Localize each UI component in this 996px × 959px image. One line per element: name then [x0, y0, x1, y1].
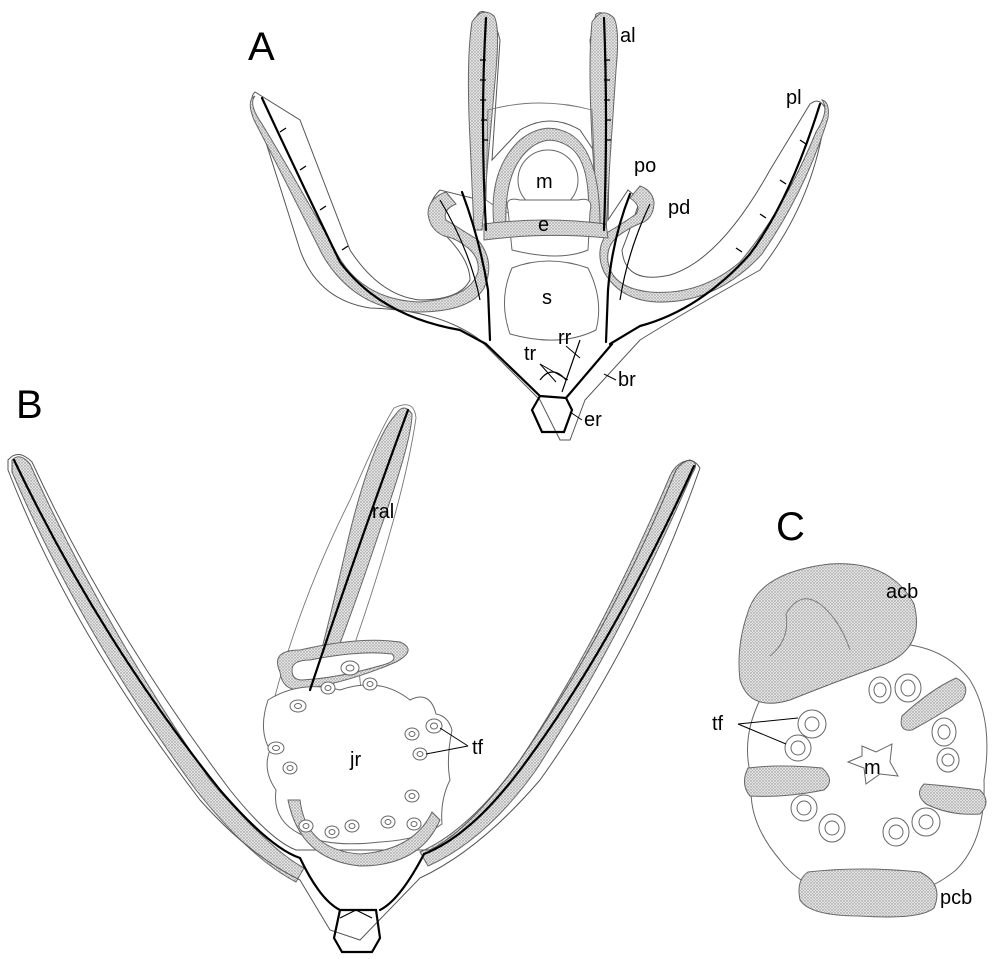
label-b-ral: ral: [372, 501, 394, 523]
panel-c: C acb tf m pcb: [712, 505, 987, 917]
label-a-pl: pl: [786, 87, 802, 109]
label-c-tf: tf: [712, 713, 724, 735]
side-band-left: [744, 766, 829, 796]
label-a-po: po: [634, 155, 656, 177]
postoral-arm-left-b: [12, 457, 304, 882]
label-a-pd: pd: [668, 197, 690, 219]
posterior-ciliated-band: [799, 869, 937, 917]
label-a-m: m: [536, 171, 553, 193]
label-c-pcb: pcb: [940, 887, 972, 909]
label-a-e: e: [538, 214, 549, 236]
label-c-acb: acb: [886, 581, 918, 603]
panel-a: A: [248, 12, 828, 440]
label-a-br: br: [618, 369, 636, 391]
label-a-er: er: [584, 409, 602, 431]
label-a-s: s: [542, 287, 552, 309]
label-b-jr: jr: [349, 749, 361, 771]
label-a-rr: rr: [558, 327, 572, 349]
panel-b-label: B: [16, 383, 43, 427]
label-b-tf: tf: [472, 737, 484, 759]
label-a-tr: tr: [524, 343, 537, 365]
label-c-m: m: [864, 757, 881, 779]
panel-b: B: [8, 383, 700, 952]
panel-c-label: C: [776, 505, 805, 549]
panel-a-label: A: [248, 25, 275, 69]
label-a-al: al: [620, 25, 636, 47]
